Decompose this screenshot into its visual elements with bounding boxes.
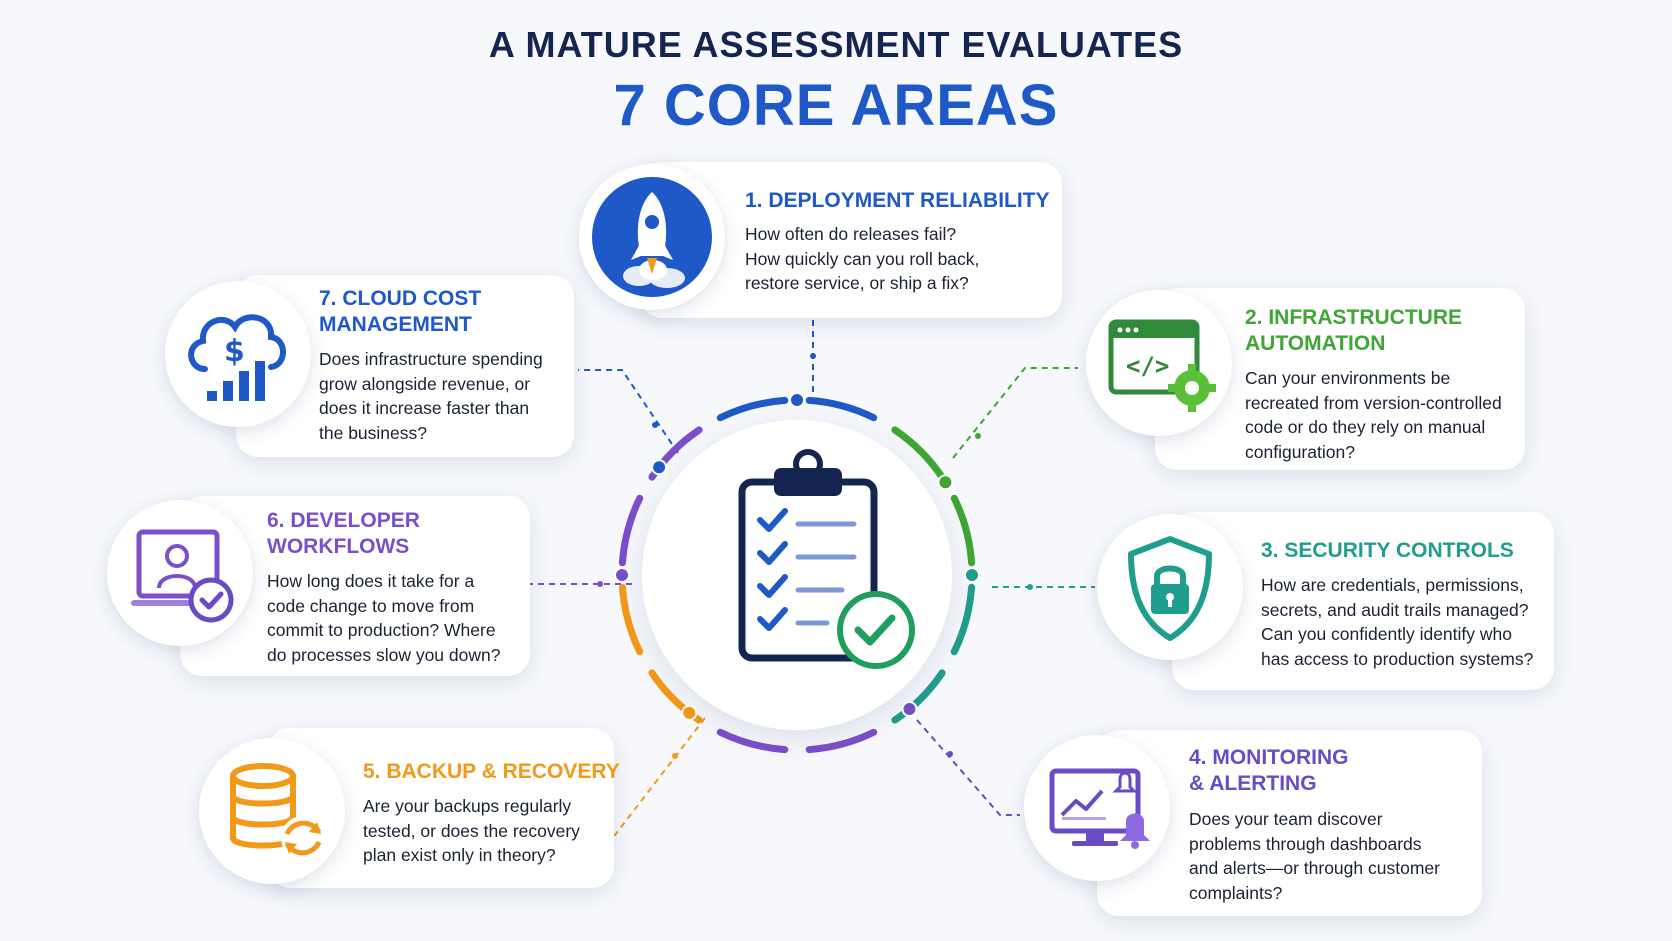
ring-segment: [891, 669, 946, 724]
title-line-1: A MATURE ASSESSMENT EVALUATES: [488, 24, 1184, 65]
cloud-dollar-icon: $: [188, 314, 286, 401]
ring-segment: [618, 494, 644, 567]
ring-segment: [618, 583, 644, 656]
ring-node: [681, 704, 698, 721]
card-title-backup: 5. BACKUP & RECOVERY: [363, 760, 620, 783]
shield-lock-icon: [1128, 536, 1212, 641]
card-text-security: How are credentials, permissions,secrets…: [1261, 575, 1534, 669]
connector-infrastructure: [952, 367, 1078, 459]
connector-monitoring: [916, 719, 1020, 816]
ring-segment: [805, 728, 878, 754]
ring-node: [937, 474, 954, 491]
svg-text:</>: </>: [1126, 352, 1169, 380]
svg-text:$: $: [224, 334, 245, 369]
monitor-bell-icon: [1049, 768, 1150, 849]
title-line-2: 7 CORE AREAS: [613, 73, 1059, 138]
code-gear-icon: </>: [1108, 319, 1216, 412]
ring-node: [789, 392, 805, 408]
ring-segment: [716, 396, 789, 422]
bubble-developer: [107, 500, 253, 646]
card-title-deployment: 1. DEPLOYMENT RELIABILITY: [745, 189, 1050, 212]
card-title-security: 3. SECURITY CONTROLS: [1261, 539, 1514, 562]
developer-check-icon: [131, 529, 234, 623]
card-title-monitoring: 4. MONITORING& ALERTING: [1189, 746, 1349, 795]
bubble-infrastructure: </>: [1086, 290, 1232, 436]
rocket-icon: [592, 177, 712, 297]
center-hub: [642, 420, 952, 730]
ring-node: [614, 567, 630, 583]
ring-segment: [950, 583, 976, 656]
ring-node: [651, 459, 668, 476]
bubble-monitoring: [1024, 735, 1170, 881]
ring-node: [964, 567, 980, 583]
card-text-deployment: How often do releases fail?How quickly c…: [745, 224, 980, 293]
ring-node: [901, 701, 918, 718]
ring-segment: [950, 494, 976, 567]
clipboard-checklist-icon: [738, 449, 915, 669]
bubble-security: [1097, 514, 1243, 660]
bubble-deployment: [579, 164, 725, 310]
ring-segment: [891, 426, 946, 481]
connector-cloud: [578, 369, 679, 454]
ring-segment: [805, 396, 878, 422]
bubble-cloud: $: [165, 281, 311, 427]
bubble-backup: [199, 738, 345, 884]
database-restore-icon: [230, 763, 325, 860]
ring-segment: [716, 728, 789, 754]
